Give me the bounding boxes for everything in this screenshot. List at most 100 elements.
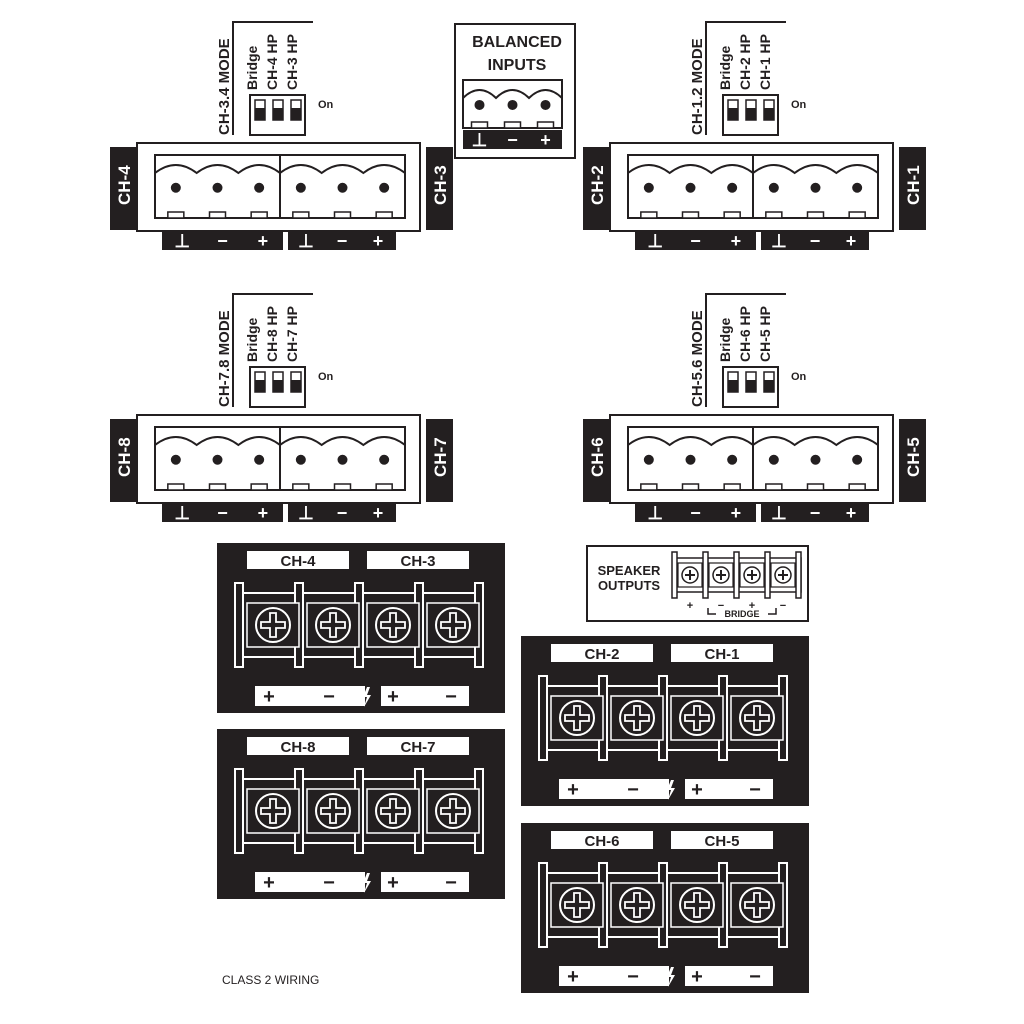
pin-label: + <box>567 966 579 988</box>
connector-ridge <box>752 164 879 175</box>
pin-hole <box>212 454 223 465</box>
lightning-bolt-icon <box>363 873 371 893</box>
dip-switch-lever <box>728 108 738 120</box>
pin-label: + <box>846 231 857 251</box>
channel-label-box-left <box>551 831 653 849</box>
pin-label: + <box>263 686 275 708</box>
dip-switch-lever <box>764 108 774 120</box>
pin-label: + <box>567 779 579 801</box>
pin-label-bar-right <box>685 779 773 799</box>
pin-hole <box>337 182 348 193</box>
pin-tab <box>723 483 741 491</box>
terminal-post <box>671 551 678 599</box>
channel-label-box-right <box>367 551 469 569</box>
pin-label: + <box>373 503 384 523</box>
channel-label-right: CH-1 <box>704 646 739 663</box>
terminal-post <box>234 768 244 854</box>
pin-hole <box>768 182 779 193</box>
channel-tab-right <box>899 419 926 502</box>
pin-hole <box>852 182 863 193</box>
connector-ridge <box>154 164 281 175</box>
pin-hole <box>254 454 265 465</box>
on-label: On <box>791 371 807 383</box>
connector-ridge <box>279 436 406 447</box>
pin-label: − <box>690 503 701 523</box>
screw-head <box>435 793 471 829</box>
switch-label: CH-7 HP <box>284 306 300 362</box>
channel-label-box-left <box>247 737 349 755</box>
switch-label: CH-1 HP <box>757 34 773 90</box>
channel-label-right: CH-3 <box>400 553 435 570</box>
screw-cross-icon <box>747 570 757 580</box>
channel-tab-left <box>583 147 610 230</box>
screw-head <box>255 793 291 829</box>
channel-label-left: CH-2 <box>588 165 607 205</box>
terminal-post <box>702 551 709 599</box>
pin-label: + <box>731 503 742 523</box>
pin-hole <box>768 454 779 465</box>
speaker-outputs-title-1: SPEAKER <box>598 563 661 578</box>
pin-hole <box>727 182 738 193</box>
channel-label-right: CH-5 <box>904 437 923 477</box>
balanced-inputs-title-1: BALANCED <box>472 34 562 51</box>
pin-tab <box>536 121 555 129</box>
switch-label: Bridge <box>244 45 260 90</box>
speaker-pin-label: − <box>718 600 724 612</box>
switch-label: Bridge <box>717 317 733 362</box>
pin-hole <box>254 182 265 193</box>
pin-label: − <box>627 966 639 988</box>
screw-cross-icon <box>260 612 286 638</box>
pin-tab <box>848 483 866 491</box>
pin-hole <box>685 454 696 465</box>
screw-cross-icon <box>564 892 590 918</box>
pin-label: + <box>387 872 399 894</box>
pin-hole <box>810 182 821 193</box>
dip-switch-lever <box>728 380 738 392</box>
pin-label: + <box>731 231 742 251</box>
pin-label: − <box>627 779 639 801</box>
speaker-pin-label: + <box>687 600 693 612</box>
mode-bracket <box>705 293 786 407</box>
pin-label-bar-left <box>559 966 669 986</box>
terminal-post <box>764 551 771 599</box>
pin-label: − <box>690 231 701 251</box>
channel-label-box-left <box>551 644 653 662</box>
screw-head <box>739 700 775 736</box>
screw-head <box>315 607 351 643</box>
lightning-bolt-icon <box>667 967 675 987</box>
pin-tab <box>503 121 522 129</box>
channel-tab-right <box>899 147 926 230</box>
screw-cross-icon <box>778 570 788 580</box>
screw-head <box>679 887 715 923</box>
pin-tab <box>292 211 310 219</box>
channel-label-right: CH-7 <box>431 437 450 477</box>
pin-tab <box>333 483 352 491</box>
pin-label: − <box>749 779 761 801</box>
channel-tab-left <box>110 147 137 230</box>
pin-tab <box>250 483 268 491</box>
channel-label-left: CH-8 <box>115 437 134 477</box>
on-label: On <box>791 99 807 111</box>
screw-cross-icon <box>440 798 466 824</box>
screw-head <box>559 700 595 736</box>
pin-label: + <box>258 503 269 523</box>
switch-label: Bridge <box>244 317 260 362</box>
pin-label-bar-right <box>381 686 469 706</box>
bridge-bracket <box>707 608 777 615</box>
pin-label-bar <box>635 231 756 250</box>
pin-tab <box>765 483 783 491</box>
pin-tab <box>681 211 700 219</box>
channel-label-left: CH-6 <box>584 833 619 850</box>
screw-head <box>255 607 291 643</box>
channel-label-box-right <box>671 644 773 662</box>
pin-label: − <box>507 130 518 150</box>
screw-cross-icon <box>320 798 346 824</box>
pin-label: − <box>323 686 335 708</box>
balanced-inputs-title-2: INPUTS <box>488 57 547 74</box>
pin-tab <box>375 211 393 219</box>
pin-label: + <box>846 503 857 523</box>
